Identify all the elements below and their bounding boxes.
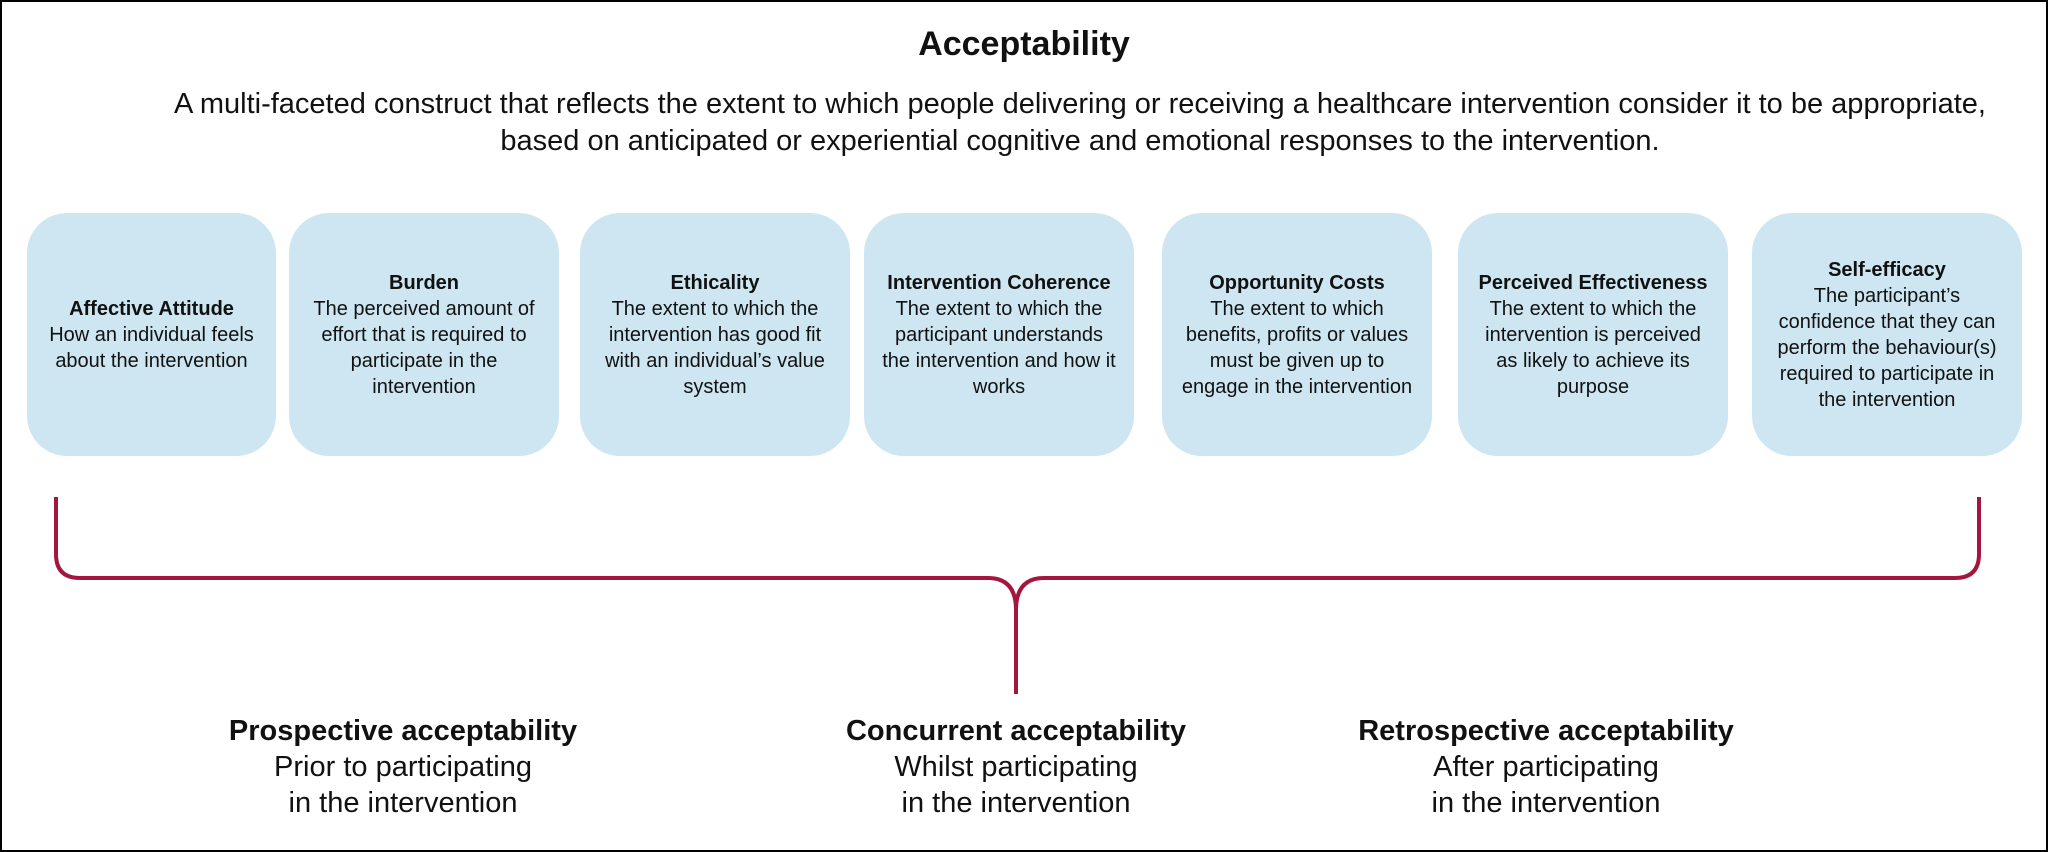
construct-box-ethicality: Ethicality The extent to which the inter… [580,213,850,456]
construct-description: How an individual feels about the interv… [49,323,254,372]
construct-box-opportunity-costs: Opportunity Costs The extent to which be… [1162,213,1432,456]
acceptability-definition: A multi-faceted construct that reflects … [174,88,1986,157]
phase-prospective: Prospective acceptability Prior to parti… [203,713,603,821]
construct-title: Opportunity Costs [1209,271,1385,294]
construct-title: Self-efficacy [1828,258,1946,281]
phase-description-line-2: in the intervention [288,787,518,819]
construct-description: The extent to which the intervention is … [1485,297,1701,398]
construct-box-perceived-effectiveness: Perceived Effectiveness The extent to wh… [1458,213,1728,456]
construct-description: The participant’s confidence that they c… [1777,284,1997,411]
phase-retrospective: Retrospective acceptability After partic… [1331,713,1761,821]
construct-box-burden: Burden The perceived amount of effort th… [289,213,559,456]
phase-description-line-1: After participating [1433,751,1659,783]
phase-description-line-1: Whilst participating [894,751,1138,783]
phase-description-line-2: in the intervention [901,787,1131,819]
construct-description: The extent to which the participant unde… [882,297,1116,398]
construct-title: Affective Attitude [69,297,234,320]
diagram-title: Acceptability [918,25,1130,63]
construct-box-affective-attitude: Affective Attitude How an individual fee… [27,213,276,456]
construct-title: Perceived Effectiveness [1478,271,1708,294]
construct-title: Ethicality [670,271,760,294]
phase-concurrent: Concurrent acceptability Whilst particip… [816,713,1216,821]
brace-path [54,497,1981,694]
construct-box-intervention-coherence: Intervention Coherence The extent to whi… [864,213,1134,456]
construct-description: The perceived amount of effort that is r… [313,297,535,398]
construct-title: Intervention Coherence [887,271,1111,294]
phase-title: Prospective acceptability [228,715,578,747]
phase-description-line-2: in the intervention [1431,787,1661,819]
phase-title: Retrospective acceptability [1358,715,1734,747]
construct-description: The extent to which benefits, profits or… [1181,297,1413,398]
phase-title: Concurrent acceptability [845,715,1187,747]
construct-description: The extent to which the intervention has… [605,297,825,398]
construct-box-self-efficacy: Self-efficacy The participant’s confiden… [1752,213,2022,456]
construct-title: Burden [389,271,459,294]
phase-description-line-1: Prior to participating [274,751,532,783]
